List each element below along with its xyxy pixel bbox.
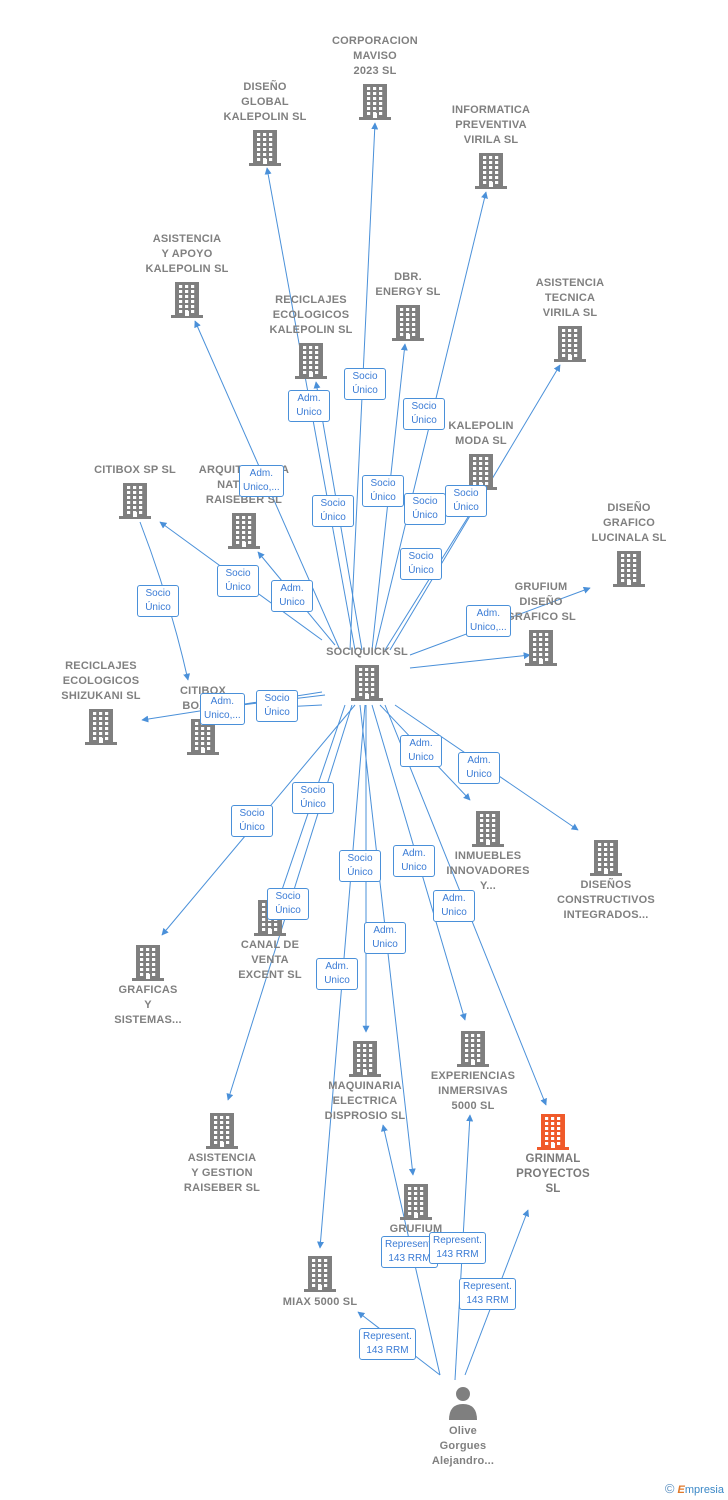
node-label[interactable]: ASISTENCIA Y APOYO KALEPOLIN SL bbox=[145, 233, 229, 275]
edge-label: Adm. Unico bbox=[458, 752, 500, 784]
node-label[interactable]: ASISTENCIA Y GESTION RAISEBER SL bbox=[183, 1152, 261, 1194]
building-icon[interactable] bbox=[84, 707, 118, 745]
edge-label: Socio Único bbox=[267, 888, 309, 920]
node-label[interactable]: GRINMAL PROYECTOS SL bbox=[516, 1153, 590, 1195]
edge-label: Adm. Unico,... bbox=[200, 693, 245, 725]
building-icon[interactable] bbox=[456, 1029, 490, 1067]
node-label[interactable]: GRAFICAS Y SISTEMAS... bbox=[114, 984, 182, 1026]
edge-label: Adm. Unico,... bbox=[466, 605, 511, 637]
edge-label: Represent. 143 RRM bbox=[359, 1328, 416, 1360]
building-icon[interactable] bbox=[303, 1254, 337, 1292]
node-label[interactable]: EXPERIENCIAS INMERSIVAS 5000 SL bbox=[430, 1070, 516, 1112]
copyright-icon: © bbox=[664, 1481, 675, 1496]
node-label[interactable]: CORPORACION MAVISO 2023 SL bbox=[332, 35, 418, 77]
edge-label: Socio Único bbox=[339, 850, 381, 882]
node-label[interactable]: DISEÑOS CONSTRUCTIVOS INTEGRADOS... bbox=[557, 879, 655, 921]
edge-label: Socio Único bbox=[403, 398, 445, 430]
edge-label: Adm. Unico bbox=[400, 735, 442, 767]
edge-line bbox=[409, 652, 531, 669]
node-label[interactable]: Olive Gorgues Alejandro... bbox=[431, 1425, 495, 1467]
node-label[interactable]: RECICLAJES ECOLOGICOS KALEPOLIN SL bbox=[269, 294, 353, 336]
node-label[interactable]: RECICLAJES ECOLOGICOS SHIZUKANI SL bbox=[61, 660, 141, 702]
edge-label: Adm. Unico bbox=[288, 390, 330, 422]
node-label[interactable]: DBR. ENERGY SL bbox=[375, 271, 441, 298]
edge-label: Adm. Unico bbox=[271, 580, 313, 612]
building-icon[interactable] bbox=[474, 151, 508, 189]
edge-label: Socio Único bbox=[137, 585, 179, 617]
edge-label: Socio Único bbox=[217, 565, 259, 597]
building-icon[interactable] bbox=[348, 1039, 382, 1077]
edge-label: Adm. Unico,... bbox=[239, 465, 284, 497]
building-icon[interactable] bbox=[248, 128, 282, 166]
building-icon[interactable] bbox=[350, 663, 384, 701]
edge-label: Adm. Unico bbox=[316, 958, 358, 990]
building-icon[interactable] bbox=[205, 1111, 239, 1149]
edge-label: Represent. 143 RRM bbox=[429, 1232, 486, 1264]
edge-label: Socio Único bbox=[344, 368, 386, 400]
edge-label: Represent. 143 RRM bbox=[459, 1278, 516, 1310]
node-label[interactable]: DISEÑO GLOBAL KALEPOLIN SL bbox=[223, 81, 307, 123]
edge-label: Socio Único bbox=[404, 493, 446, 525]
edge-label: Socio Único bbox=[256, 690, 298, 722]
brand-footer[interactable]: © Empresia bbox=[665, 1481, 724, 1496]
node-label[interactable]: INMUEBLES INNOVADORES Y... bbox=[446, 850, 530, 892]
building-icon[interactable] bbox=[612, 549, 646, 587]
edge-label: Adm. Unico bbox=[364, 922, 406, 954]
edge-label: Represent. 143 RRM bbox=[381, 1236, 438, 1268]
edge-label: Socio Único bbox=[445, 485, 487, 517]
edge-label: Adm. Unico bbox=[433, 890, 475, 922]
edge-label: Socio Único bbox=[400, 548, 442, 580]
building-icon[interactable] bbox=[471, 809, 505, 847]
node-label[interactable]: MIAX 5000 SL bbox=[282, 1296, 358, 1308]
node-label[interactable]: CITIBOX SP SL bbox=[94, 464, 176, 476]
building-icon[interactable] bbox=[553, 324, 587, 362]
node-label[interactable]: ASISTENCIA TECNICA VIRILA SL bbox=[535, 277, 605, 319]
edge-label: Socio Único bbox=[312, 495, 354, 527]
node-label[interactable]: KALEPOLIN MODA SL bbox=[448, 420, 514, 447]
edge-label: Adm. Unico bbox=[393, 845, 435, 877]
building-icon[interactable] bbox=[536, 1112, 570, 1150]
building-icon[interactable] bbox=[589, 838, 623, 876]
brand-name: mpresia bbox=[684, 1484, 724, 1496]
node-label[interactable]: CANAL DE VENTA EXCENT SL bbox=[238, 939, 302, 981]
node-label[interactable]: DISEÑO GRAFICO LUCINALA SL bbox=[591, 502, 667, 544]
building-icon[interactable] bbox=[227, 511, 261, 549]
brand-initial: E bbox=[677, 1484, 685, 1496]
building-icon[interactable] bbox=[391, 303, 425, 341]
building-icon[interactable] bbox=[358, 82, 392, 120]
person-icon[interactable] bbox=[446, 1384, 480, 1422]
building-icon[interactable] bbox=[399, 1182, 433, 1220]
edge-label: Socio Único bbox=[362, 475, 404, 507]
edge-label: Socio Único bbox=[292, 782, 334, 814]
node-label[interactable]: INFORMATICA PREVENTIVA VIRILA SL bbox=[451, 104, 531, 146]
building-icon[interactable] bbox=[170, 280, 204, 318]
edge-label: Socio Único bbox=[231, 805, 273, 837]
node-label[interactable]: SOCIQUICK SL bbox=[326, 646, 408, 658]
building-icon[interactable] bbox=[131, 943, 165, 981]
building-icon[interactable] bbox=[524, 628, 558, 666]
building-icon[interactable] bbox=[118, 481, 152, 519]
node-label[interactable]: MAQUINARIA ELECTRICA DISPROSIO SL bbox=[324, 1080, 406, 1122]
building-icon[interactable] bbox=[294, 341, 328, 379]
node-label[interactable]: GRUFIUM DISEÑO GRAFICO SL bbox=[506, 581, 576, 623]
